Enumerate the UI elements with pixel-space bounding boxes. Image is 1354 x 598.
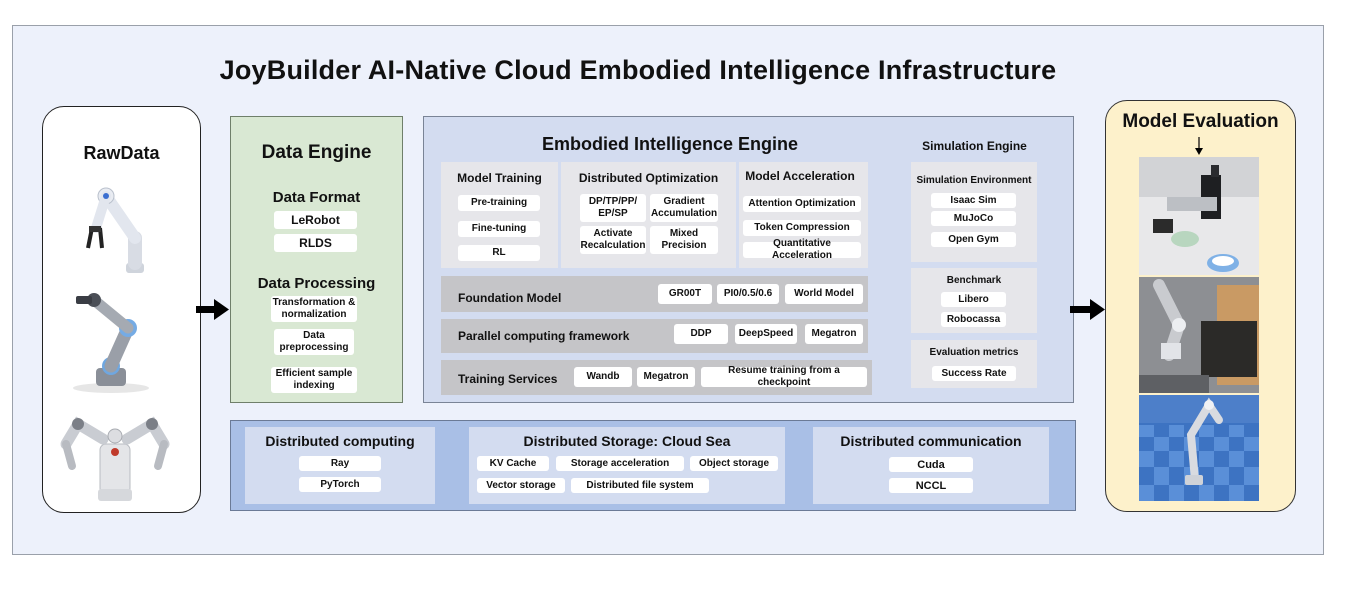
model-evaluation-title: Model Evaluation — [1122, 111, 1279, 132]
storage-acceleration: Storage acceleration — [556, 456, 684, 471]
simulation-engine-title: Simulation Engine — [922, 139, 1027, 153]
foundation-world-model: World Model — [785, 284, 863, 304]
communication-cuda: Cuda — [889, 457, 973, 472]
training-rl: RL — [458, 245, 540, 261]
distributed-communication-title: Distributed communication — [840, 433, 1022, 449]
evaluation-metrics-title: Evaluation metrics — [929, 347, 1019, 358]
communication-nccl: NCCL — [889, 478, 973, 493]
metric-success-rate: Success Rate — [932, 366, 1016, 381]
robot-arm-image-1 — [86, 187, 144, 273]
foundation-gr00t: GR00T — [658, 284, 712, 304]
opt-parallelism: DP/TP/PP/ EP/SP — [580, 194, 646, 222]
arrow-right-icon — [1070, 299, 1105, 320]
model-acceleration-title: Model Acceleration — [745, 169, 855, 183]
storage-distributed-file-system: Distributed file system — [571, 478, 709, 493]
accel-token-compression: Token Compression — [743, 220, 861, 236]
computing-ray: Ray — [299, 456, 381, 471]
data-format-title: Data Format — [272, 189, 361, 206]
sim-open-gym: Open Gym — [931, 232, 1016, 247]
distributed-optimization-title: Distributed Optimization — [578, 171, 719, 185]
model-training-title: Model Training — [457, 171, 542, 185]
dual-arm-robot-image — [60, 416, 170, 501]
storage-kv-cache: KV Cache — [477, 456, 549, 471]
foundation-model-title: Foundation Model — [458, 291, 562, 305]
processing-sample-indexing: Efficient sample indexing — [271, 367, 357, 393]
accel-attention-optimization: Attention Optimization — [743, 196, 861, 212]
format-rlds: RLDS — [274, 234, 357, 252]
storage-vector: Vector storage — [477, 478, 565, 493]
computing-pytorch: PyTorch — [299, 477, 381, 492]
opt-activate-recalculation: Activate Recalculation — [580, 226, 646, 254]
embodied-engine-title: Embodied Intelligence Engine — [541, 134, 799, 154]
raw-data-title: RawData — [83, 143, 160, 163]
service-resume-checkpoint: Resume training from a checkpoint — [701, 365, 867, 388]
training-services-title: Training Services — [458, 372, 558, 386]
parallel-deepspeed: DeepSpeed — [735, 324, 797, 344]
arrow-right-icon — [196, 299, 229, 320]
distributed-storage-title: Distributed Storage: Cloud Sea — [523, 433, 731, 449]
service-megatron: Megatron — [637, 367, 695, 387]
benchmark-robocassa: Robocassa — [941, 312, 1006, 327]
diagram-title: JoyBuilder AI-Native Cloud Embodied Inte… — [219, 55, 1057, 85]
sim-isaac-sim: Isaac Sim — [931, 193, 1016, 208]
processing-preprocessing: Data preprocessing — [274, 329, 354, 355]
data-engine-title: Data Engine — [261, 142, 372, 163]
robot-arm-image-2 — [73, 293, 149, 393]
service-wandb: Wandb — [574, 367, 632, 387]
accel-quantitative-acceleration: Quantitative Acceleration — [743, 238, 861, 261]
data-processing-title: Data Processing — [257, 275, 376, 292]
data-engine-panel — [230, 116, 403, 403]
evaluation-scenes-image — [1139, 137, 1259, 501]
training-finetuning: Fine-tuning — [458, 221, 540, 237]
simulation-environment-title: Simulation Environment — [916, 175, 1032, 186]
parallel-ddp: DDP — [674, 324, 728, 344]
processing-transformation: Transformation & normalization — [271, 296, 357, 322]
opt-mixed-precision: Mixed Precision — [650, 226, 718, 254]
storage-object: Object storage — [690, 456, 778, 471]
benchmark-title: Benchmark — [946, 275, 1002, 286]
benchmark-libero: Libero — [941, 292, 1006, 307]
sim-mujoco: MuJoCo — [931, 211, 1016, 226]
training-pretraining: Pre-training — [458, 195, 540, 211]
parallel-framework-title: Parallel computing framework — [458, 329, 630, 343]
opt-gradient-accumulation: Gradient Accumulation — [650, 194, 718, 222]
foundation-pi0: PI0/0.5/0.6 — [717, 284, 779, 304]
parallel-megatron: Megatron — [805, 324, 863, 344]
format-lerobot: LeRobot — [274, 211, 357, 229]
distributed-computing-title: Distributed computing — [265, 433, 415, 449]
